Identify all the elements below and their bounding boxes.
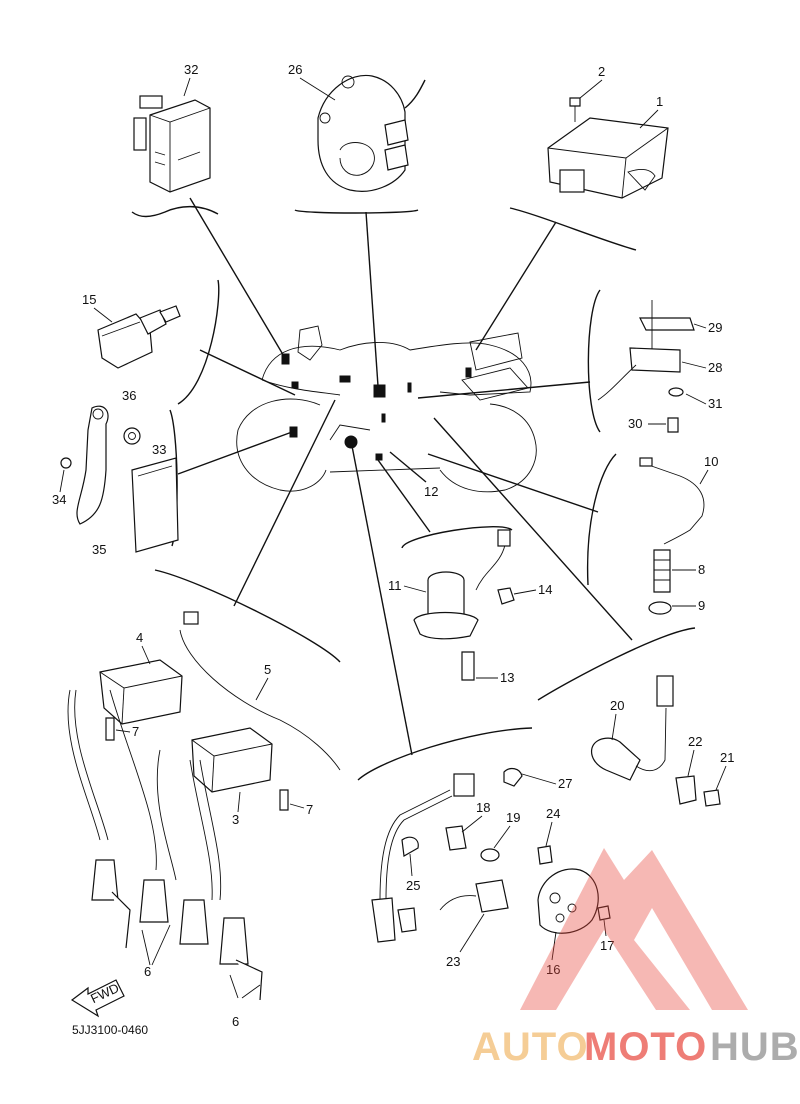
part-number: 32 bbox=[184, 62, 198, 77]
motorcycle-outline bbox=[236, 325, 537, 493]
ecu-unit-1 bbox=[547, 97, 669, 199]
part-number: 23 bbox=[446, 954, 460, 969]
part-number: 5 bbox=[264, 662, 271, 677]
part-number: 24 bbox=[546, 806, 560, 821]
part-number: 14 bbox=[538, 582, 552, 597]
automotohub-watermark-logo: AUTO MOTO HUB bbox=[472, 848, 800, 1069]
part-number: 11 bbox=[388, 578, 402, 593]
part-number: 10 bbox=[704, 454, 718, 469]
part-number: 20 bbox=[610, 698, 624, 713]
part-number: 7 bbox=[132, 724, 139, 739]
part-number: 3 bbox=[232, 812, 239, 827]
switch-28-29 bbox=[597, 300, 695, 433]
starter-relay-11 bbox=[413, 529, 515, 681]
part-number: 12 bbox=[424, 484, 438, 499]
watermark-word-auto: AUTO bbox=[472, 1025, 589, 1069]
part-number: 21 bbox=[720, 750, 734, 765]
part-number: 27 bbox=[558, 776, 572, 791]
part-number: 34 bbox=[52, 492, 66, 507]
part-number: 6 bbox=[232, 1014, 239, 1029]
part-number: 9 bbox=[698, 598, 705, 613]
sensor-15 bbox=[97, 305, 181, 369]
part-number: 1 bbox=[656, 94, 663, 109]
sensor-20 bbox=[590, 675, 721, 807]
watermark-word-hub: HUB bbox=[710, 1025, 800, 1069]
sender-8-10 bbox=[639, 457, 705, 615]
part-number: 16 bbox=[546, 962, 560, 977]
parts-33-36 bbox=[60, 405, 179, 553]
pickup-coil-parts bbox=[371, 767, 611, 943]
throttle-sensor-26 bbox=[317, 74, 426, 192]
part-number: 6 bbox=[144, 964, 151, 979]
part-number: 25 bbox=[406, 878, 420, 893]
part-number: 8 bbox=[698, 562, 705, 577]
part-number-callouts: 32 26 2 1 15 36 33 34 35 29 28 31 30 10 … bbox=[52, 62, 734, 1037]
part-number: 15 bbox=[82, 292, 96, 307]
part-number: 36 bbox=[122, 388, 136, 403]
part-number: 22 bbox=[688, 734, 702, 749]
part-number: 13 bbox=[500, 670, 514, 685]
part-number: 35 bbox=[92, 542, 106, 557]
drawing-code: 5JJ3100-0460 bbox=[72, 1023, 148, 1037]
part-number: 7 bbox=[306, 802, 313, 817]
part-number: 31 bbox=[708, 396, 722, 411]
part-number: 4 bbox=[136, 630, 143, 645]
ignition-coils bbox=[67, 611, 341, 1001]
part-number: 17 bbox=[600, 938, 614, 953]
part-number: 30 bbox=[628, 416, 642, 431]
part-number: 19 bbox=[506, 810, 520, 825]
part-number: 33 bbox=[152, 442, 166, 457]
leader-lines bbox=[131, 197, 696, 781]
fwd-arrow-icon: FWD bbox=[70, 979, 125, 1018]
relay-32 bbox=[133, 95, 211, 193]
part-number: 2 bbox=[598, 64, 605, 79]
part-number: 29 bbox=[708, 320, 722, 335]
part-number: 26 bbox=[288, 62, 302, 77]
part-number: 18 bbox=[476, 800, 490, 815]
watermark-word-moto: MOTO bbox=[584, 1025, 707, 1069]
part-number: 28 bbox=[708, 360, 722, 375]
